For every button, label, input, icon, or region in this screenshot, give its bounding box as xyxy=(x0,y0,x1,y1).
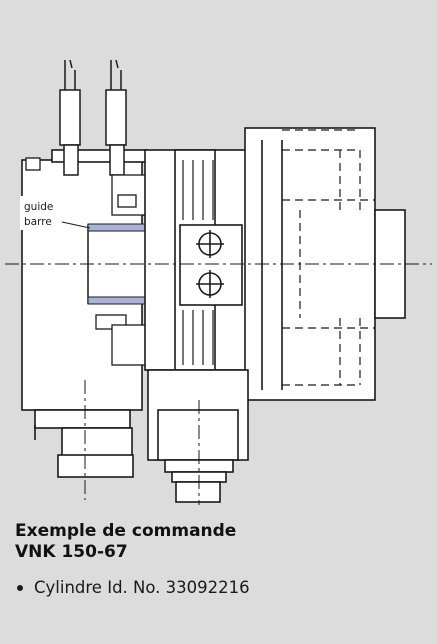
cylinder-section-diagram: guide barre xyxy=(5,59,432,505)
callout-leader-line xyxy=(61,221,91,229)
list-item-text: Cylindre Id. No. 33092216 xyxy=(34,578,250,597)
middle-block xyxy=(144,149,251,371)
technical-drawing: guide barre xyxy=(5,59,432,505)
fins xyxy=(182,160,214,365)
lower-block xyxy=(147,369,249,503)
bullet-icon xyxy=(17,584,23,591)
callout-label-box xyxy=(20,196,64,230)
caption-title-line2: VNK 150-67 xyxy=(15,542,128,562)
order-example-caption: Exemple de commande VNK 150-67 Cylindre … xyxy=(15,521,425,597)
callout-label-line1: guide xyxy=(24,201,53,213)
caption-title: Exemple de commande VNK 150-67 xyxy=(15,521,425,563)
list-item: Cylindre Id. No. 33092216 xyxy=(15,578,425,597)
callout-label-line2: barre xyxy=(24,216,52,228)
caption-title-line1: Exemple de commande xyxy=(15,521,237,541)
